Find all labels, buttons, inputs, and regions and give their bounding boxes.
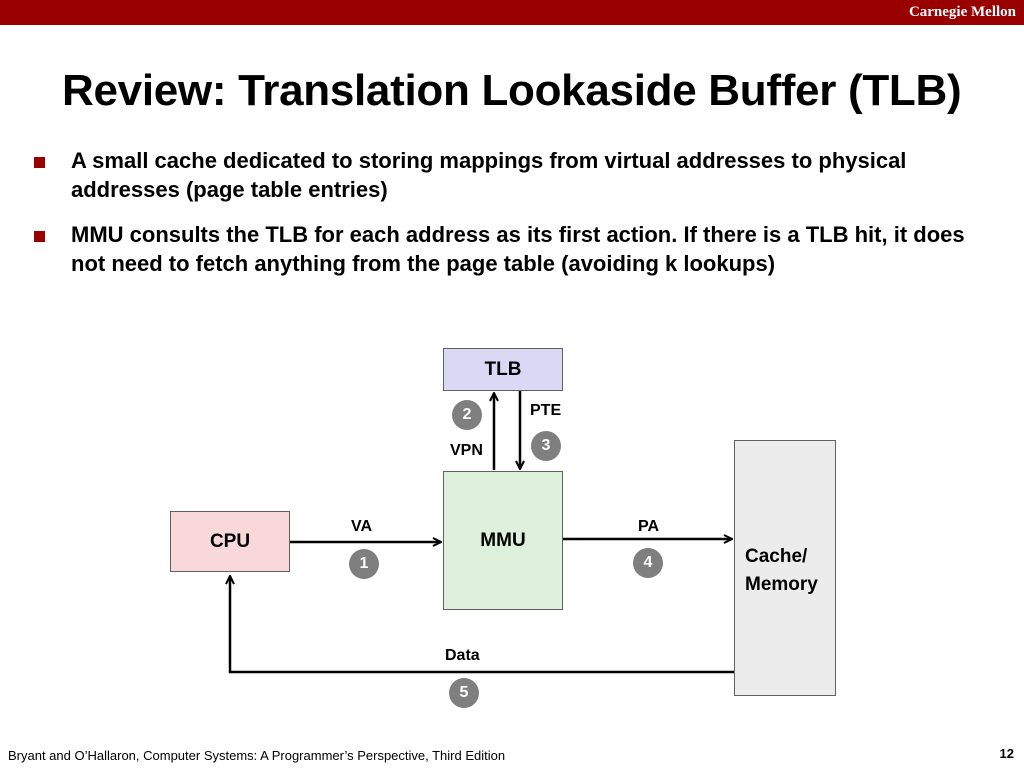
memory-label-line2: Memory <box>745 574 818 595</box>
square-bullet-icon <box>34 157 45 168</box>
va-label: VA <box>351 518 373 535</box>
square-bullet-icon <box>34 231 45 242</box>
vpn-label: VPN <box>450 442 483 459</box>
tlb-box: TLB <box>443 348 563 391</box>
mmu-label: MMU <box>480 529 526 551</box>
cache-memory-box: Cache/ Memory <box>734 440 836 696</box>
bullet-list: A small cache dedicated to storing mappi… <box>32 146 1002 294</box>
bullet-item: A small cache dedicated to storing mappi… <box>32 146 1002 204</box>
memory-label-line1: Cache/ <box>745 546 808 567</box>
step-5-badge: 5 <box>449 678 479 708</box>
data-label: Data <box>445 647 480 664</box>
slide-title: Review: Translation Lookaside Buffer (TL… <box>62 66 962 115</box>
tlb-label: TLB <box>484 358 522 380</box>
bullet-item: MMU consults the TLB for each address as… <box>32 220 1002 278</box>
brand-text: Carnegie Mellon <box>908 4 1016 20</box>
bullet-text: MMU consults the TLB for each address as… <box>71 222 965 276</box>
pa-label: PA <box>638 518 660 535</box>
top-bar: Carnegie Mellon <box>0 0 1024 25</box>
step-4-badge: 4 <box>633 548 663 578</box>
step-1-badge: 1 <box>349 549 379 579</box>
mmu-box: MMU <box>443 471 563 610</box>
bullet-text: A small cache dedicated to storing mappi… <box>71 148 907 202</box>
data-arrow <box>230 576 734 674</box>
step-2-badge: 2 <box>452 400 482 430</box>
step-3-badge: 3 <box>531 431 561 461</box>
page-number: 12 <box>999 746 1014 761</box>
footer-citation: Bryant and O’Hallaron, Computer Systems:… <box>8 748 506 763</box>
pte-label: PTE <box>530 402 562 419</box>
cpu-label: CPU <box>209 530 251 552</box>
cpu-box: CPU <box>170 511 290 572</box>
